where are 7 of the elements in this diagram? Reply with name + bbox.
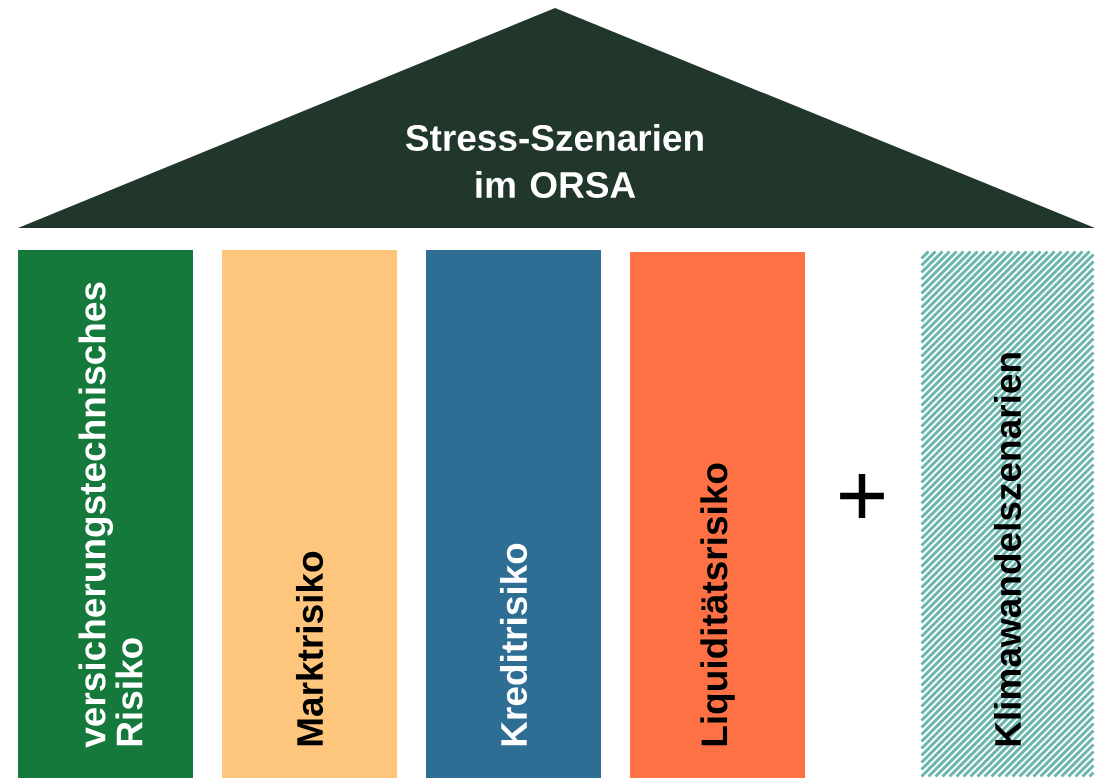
pillar: Liquiditätsrisiko <box>630 252 805 778</box>
hatched-pillar: Klimawandelszenarien <box>920 250 1095 778</box>
pillar: versicherungstechnisches Risiko <box>18 250 193 778</box>
plus-sign: + <box>840 474 884 519</box>
roof-triangle: Stress-Szenarien im ORSA <box>18 8 1095 228</box>
pillar: Marktrisiko <box>222 250 397 778</box>
pillar: Kreditrisiko <box>426 250 601 778</box>
